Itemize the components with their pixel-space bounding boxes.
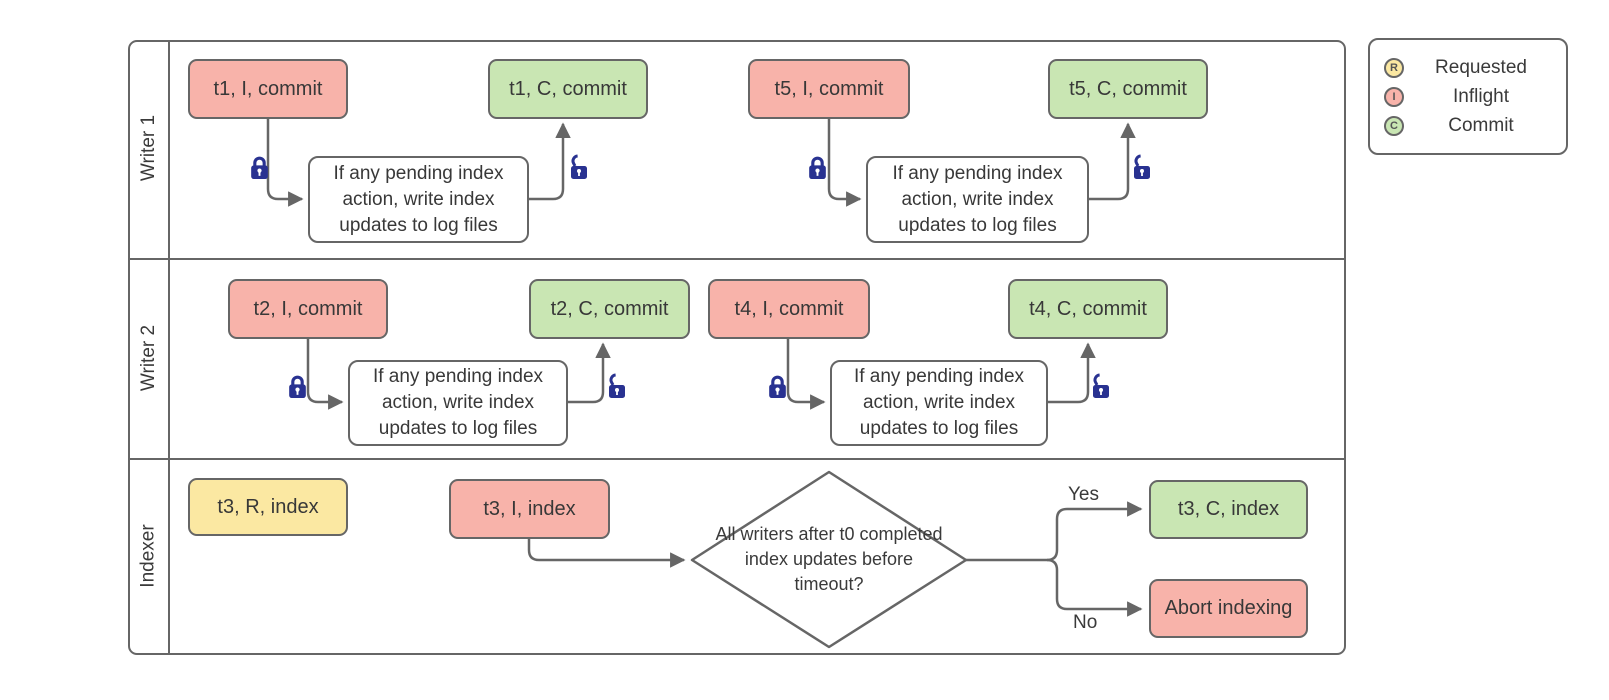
closed-lock-icon: [769, 375, 786, 398]
legend-label: Inflight: [1453, 85, 1509, 107]
open-lock-icon: [1134, 154, 1150, 179]
node-t3-inflight: t3, I, index: [449, 479, 610, 539]
node-t4-commit: t4, C, commit: [1008, 279, 1168, 339]
legend: R Requested I Inflight C Commit: [1368, 38, 1568, 155]
closed-lock-icon: [809, 156, 826, 179]
decision-text: All writers after t0 completed index upd…: [715, 524, 943, 594]
closed-lock-icon: [251, 156, 268, 179]
lane-label-divider: [168, 40, 170, 655]
inflight-badge-icon: I: [1384, 86, 1404, 107]
lane-label-writer2: Writer 2: [138, 324, 159, 392]
node-abort-indexing: Abort indexing: [1149, 579, 1308, 638]
lane-separator-2: [128, 458, 1346, 460]
node-t2-inflight: t2, I, commit: [228, 279, 388, 339]
node-t5-commit: t5, C, commit: [1048, 59, 1208, 119]
closed-lock-icon: [289, 375, 306, 398]
node-t4-process: If any pending index action, write index…: [830, 360, 1048, 446]
node-t1-process: If any pending index action, write index…: [308, 156, 529, 243]
commit-badge-icon: C: [1384, 115, 1404, 136]
legend-item-commit: C Commit: [1384, 111, 1558, 140]
legend-label: Commit: [1448, 114, 1514, 136]
lane-label-indexer: Indexer: [137, 524, 159, 588]
node-t4-inflight: t4, I, commit: [708, 279, 870, 339]
node-t3-requested: t3, R, index: [188, 478, 348, 536]
legend-label: Requested: [1435, 56, 1527, 78]
node-t5-inflight: t5, I, commit: [748, 59, 910, 119]
edge-label-yes: Yes: [1068, 484, 1099, 505]
node-t5-process: If any pending index action, write index…: [866, 156, 1089, 243]
edge-label-no: No: [1073, 612, 1098, 633]
node-t2-process: If any pending index action, write index…: [348, 360, 568, 446]
node-t1-inflight: t1, I, commit: [188, 59, 348, 119]
open-lock-icon: [571, 154, 587, 179]
lane-label-writer1: Writer 1: [138, 114, 159, 182]
legend-item-inflight: I Inflight: [1384, 82, 1558, 111]
open-lock-icon: [1093, 373, 1109, 398]
lane-separator-1: [128, 258, 1346, 260]
node-t1-commit: t1, C, commit: [488, 59, 648, 119]
node-t3-commit: t3, C, index: [1149, 480, 1308, 539]
open-lock-icon: [609, 373, 625, 398]
legend-item-requested: R Requested: [1384, 53, 1558, 82]
requested-badge-icon: R: [1384, 57, 1404, 78]
node-t2-commit: t2, C, commit: [529, 279, 690, 339]
